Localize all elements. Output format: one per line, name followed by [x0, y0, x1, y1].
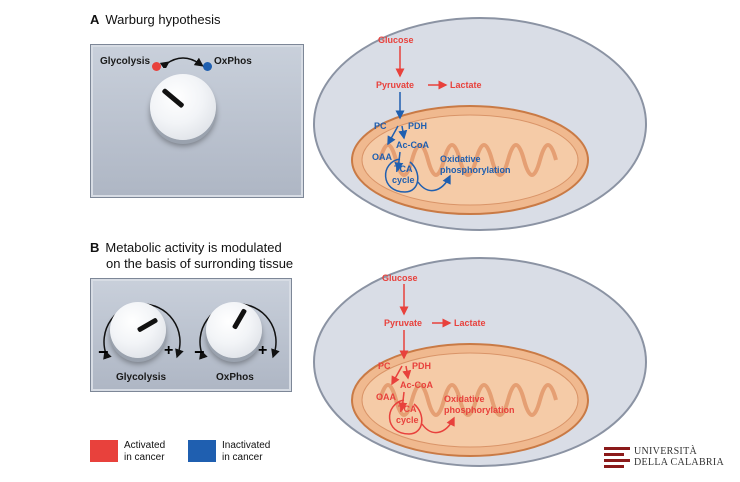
pc-b: PC	[378, 361, 391, 371]
glycolysis-minus: −	[98, 342, 109, 362]
legend-inactivated-swatch	[188, 440, 216, 462]
glycolysis-label-b: Glycolysis	[116, 372, 167, 383]
lactate-a: Lactate	[450, 80, 482, 90]
accoa-a: Ac-CoA	[396, 140, 429, 150]
lactate-b: Lactate	[454, 318, 486, 328]
legend-activated-line2: in cancer	[124, 452, 165, 463]
panel-a-title: Warburg hypothesis	[105, 12, 221, 27]
legend-activated-swatch	[90, 440, 118, 462]
cycle-b: cycle	[396, 415, 419, 425]
phosphorylation-a: phosphorylation	[440, 165, 511, 175]
oxphos-plus: +	[258, 342, 268, 359]
legend-inactivated-line1: Inactivated	[222, 440, 271, 451]
accoa-b: Ac-CoA	[400, 380, 433, 390]
tca-a: TCA	[394, 164, 413, 174]
panel-a-heading: A Warburg hypothesis	[90, 12, 221, 27]
panel-a-letter: A	[90, 12, 100, 27]
inactivated-indicator-dot	[203, 62, 212, 71]
oxphos-dial[interactable]	[206, 302, 262, 358]
university-logo-icon	[604, 447, 630, 468]
oxphos-minus: −	[194, 342, 205, 362]
panel-b-letter: B	[90, 240, 100, 255]
activated-indicator-dot	[152, 62, 161, 71]
warburg-knob[interactable]	[150, 74, 216, 140]
glycolysis-plus: +	[164, 342, 174, 359]
cycle-a: cycle	[392, 175, 415, 185]
pdh-a: PDH	[408, 121, 427, 131]
panel-b-heading: B Metabolic activity is modulated on the …	[90, 240, 293, 272]
panel-b-title-line1: Metabolic activity is modulated	[105, 240, 282, 255]
pc-a: PC	[374, 121, 387, 131]
legend-activated: Activated in cancer	[124, 440, 194, 464]
pyruvate-a: Pyruvate	[376, 80, 414, 90]
cell-diagram-b: Glucose Pyruvate Lactate PC PDH Ac-CoA O…	[313, 257, 647, 467]
phosphorylation-b: phosphorylation	[444, 405, 515, 415]
oaa-b: OAA	[376, 392, 397, 402]
logo-line1: UNIVERSITÀ	[634, 446, 697, 457]
double-arrow-icon	[160, 57, 204, 68]
panel-b-title-line2: on the basis of surronding tissue	[106, 256, 294, 271]
oxidative-a: Oxidative	[440, 154, 481, 164]
cell-diagram-a: Glucose Pyruvate Lactate PC PDH Ac-CoA O…	[313, 17, 647, 231]
oxphos-label-a: OxPhos	[214, 56, 252, 67]
legend-inactivated-line2: in cancer	[222, 452, 263, 463]
pyruvate-b: Pyruvate	[384, 318, 422, 328]
tca-b: TCA	[398, 404, 417, 414]
logo-line2: DELLA CALABRIA	[634, 457, 725, 468]
glucose-a: Glucose	[378, 35, 414, 45]
legend-inactivated: Inactivated in cancer	[222, 440, 292, 464]
oaa-a: OAA	[372, 152, 393, 162]
oxphos-label-b: OxPhos	[216, 372, 254, 383]
oxidative-b: Oxidative	[444, 394, 485, 404]
glycolysis-label-a: Glycolysis	[100, 56, 151, 67]
legend-activated-line1: Activated	[124, 440, 166, 451]
university-logo-text: UNIVERSITÀ DELLA CALABRIA	[634, 446, 724, 468]
pdh-b: PDH	[412, 361, 431, 371]
glucose-b: Glucose	[382, 273, 418, 283]
